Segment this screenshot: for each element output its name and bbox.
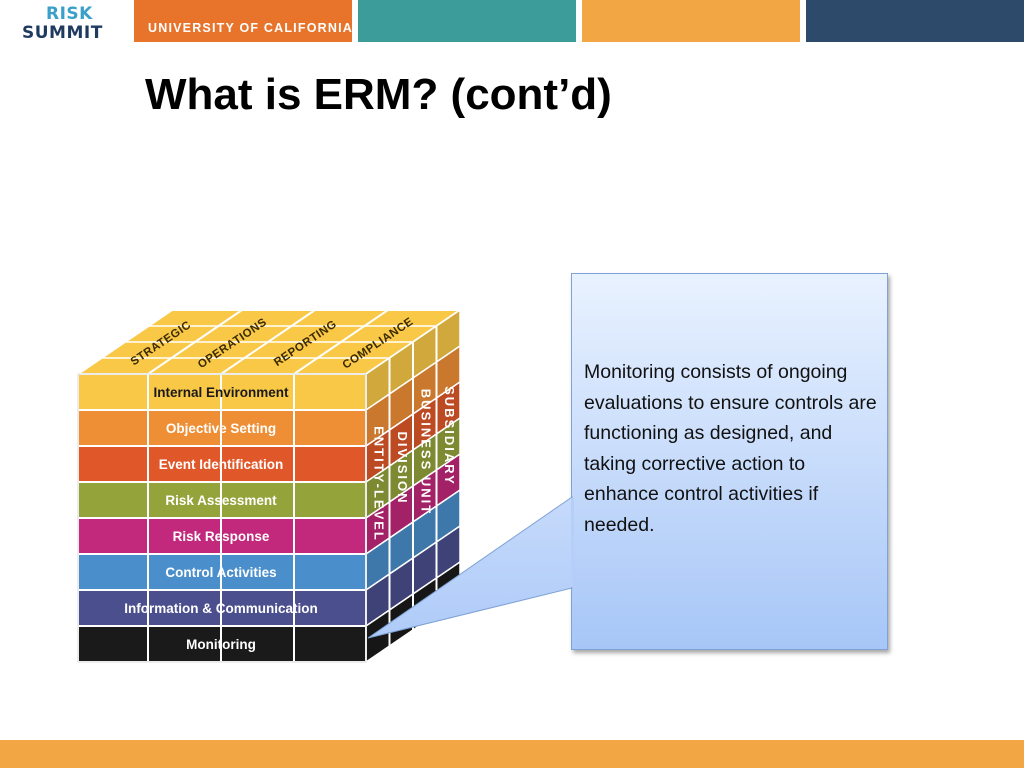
cube-row-label: Control Activities <box>165 565 276 580</box>
footer-band <box>0 740 1024 768</box>
callout-box: Monitoring consists of ongoing evaluatio… <box>571 273 888 650</box>
logo-text-summit: SUMMIT <box>22 23 103 43</box>
cube-side-label: DIVISION <box>395 431 410 504</box>
logo-text-risk: RISK <box>46 4 93 24</box>
header-bar: RISK SUMMIT UNIVERSITY OF CALIFORNIA <box>0 0 1024 44</box>
cube-row-label: Risk Response <box>173 529 270 544</box>
cube-row-label: Internal Environment <box>153 385 289 400</box>
risk-summit-logo: RISK SUMMIT <box>0 0 130 44</box>
cube-row-label: Monitoring <box>186 637 256 652</box>
cube-row-label: Objective Setting <box>166 421 276 436</box>
organization-name: UNIVERSITY OF CALIFORNIA <box>148 21 353 35</box>
slide-title: What is ERM? (cont’d) <box>145 70 612 119</box>
cube-side-label: SUBSIDIARY <box>442 386 457 486</box>
header-band-gold <box>582 0 800 42</box>
header-band-teal <box>358 0 576 42</box>
cube-row-label: Risk Assessment <box>165 493 277 508</box>
callout-text: Monitoring consists of ongoing evaluatio… <box>584 361 877 536</box>
cube-front-border <box>77 373 367 663</box>
cube-side-label: BUSINESS UNIT <box>418 389 433 515</box>
header-band-navy <box>806 0 1024 42</box>
cube-side-label: ENTITY-LEVEL <box>371 426 386 542</box>
header-band-orange <box>134 0 352 42</box>
cube-row-label: Information & Communication <box>124 601 318 616</box>
cube-row-label: Event Identification <box>159 457 284 472</box>
